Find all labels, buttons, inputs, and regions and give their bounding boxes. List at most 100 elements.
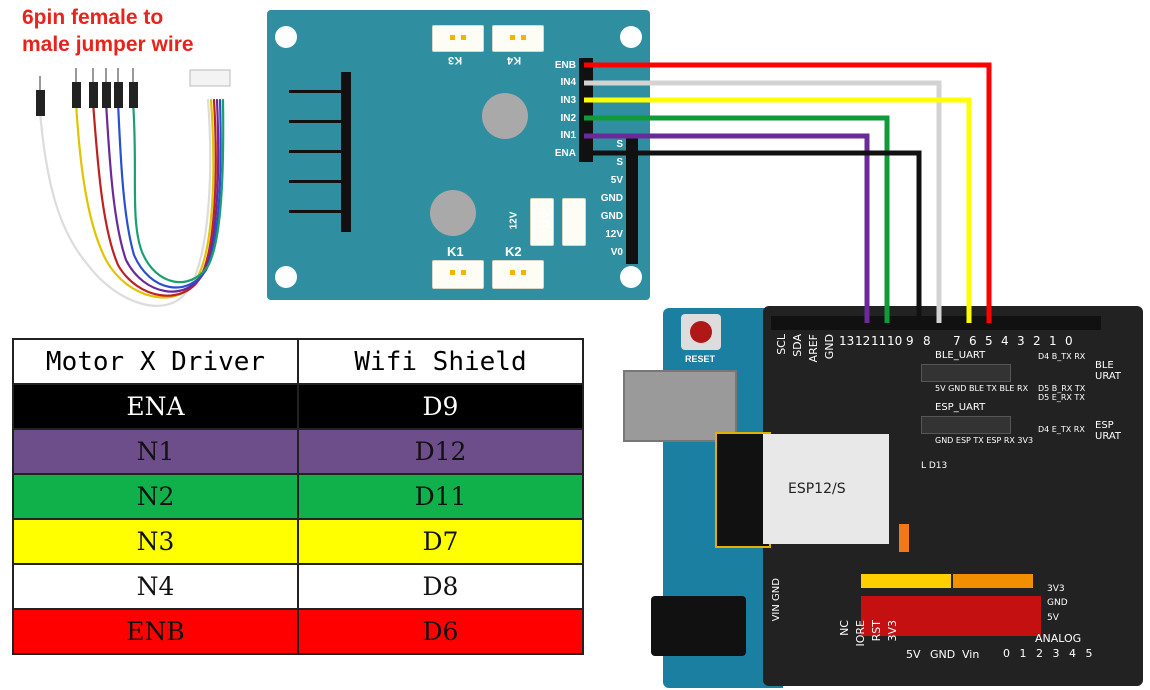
esp-urat-label: ESP URAT <box>1095 420 1122 442</box>
label-k2: K2 <box>505 244 522 259</box>
cell-driver: N3 <box>12 518 299 565</box>
ble-gnd: GND <box>948 384 967 393</box>
connector-k1 <box>432 260 484 289</box>
pin-4: 4 <box>1001 334 1009 348</box>
cell-shield: D6 <box>297 608 584 655</box>
caption-line-2: male jumper wire <box>22 32 194 56</box>
mounting-hole <box>275 266 297 288</box>
pin-7: 7 <box>953 334 961 348</box>
reset-button <box>681 314 721 350</box>
pin-in1-label: IN1 <box>560 130 576 141</box>
wifi-shield-board: RESET SCL SDA AREF GND 13 12 11 10 9 8 7… <box>623 298 1145 688</box>
cell-driver: N2 <box>12 473 299 520</box>
pin-10: 10 <box>887 334 903 348</box>
connector-k4 <box>492 25 544 52</box>
uart-label-2: D5 B_RX TX <box>1038 383 1086 393</box>
pin-12: 12 <box>855 334 871 348</box>
wire-in4 <box>584 80 942 323</box>
caption-line-1: 6pin female to <box>22 6 164 29</box>
wire-in1 <box>584 133 870 323</box>
side-pin-gnd2: GND <box>600 211 623 222</box>
analog-label: ANALOG <box>1035 632 1082 645</box>
ble-header-labels: 5V GND BLE TX BLE RX <box>935 384 1028 393</box>
cell-driver: ENA <box>12 383 299 430</box>
header-driver: Motor X Driver <box>12 338 299 385</box>
pin-ena-label: ENA <box>554 148 576 159</box>
pin-8: 8 <box>923 334 931 348</box>
pin-0: 0 <box>1065 334 1073 348</box>
pin-13: 13 <box>839 334 855 348</box>
table-header-row: Motor X Driver Wifi Shield <box>12 338 584 385</box>
pin-in2-label: IN2 <box>560 113 576 124</box>
jumper-12v-a <box>530 198 554 246</box>
pin-1: 1 <box>1049 334 1057 348</box>
sel-gnd: GND <box>1047 598 1068 609</box>
jumper-wire-image <box>36 68 231 307</box>
red-header-rows <box>861 596 1041 636</box>
cell-shield: D12 <box>297 428 584 475</box>
ble-uart-header <box>921 364 1011 382</box>
mounting-hole <box>620 26 642 48</box>
ble-urat-label: BLE URAT <box>1095 360 1122 382</box>
mounting-hole <box>620 266 642 288</box>
pin-11: 11 <box>871 334 887 348</box>
esp-tx: ESP TX <box>955 436 984 445</box>
usb-port <box>623 370 737 442</box>
esp-rx: ESP RX <box>986 436 1015 445</box>
ble-rx: BLE RX <box>999 384 1029 393</box>
pin-5: 5 <box>985 334 993 348</box>
uart-label-3: D5 E_RX TX <box>1038 393 1085 403</box>
cell-driver: N1 <box>12 428 299 475</box>
pin-3: 3 <box>1017 334 1025 348</box>
wire-enb <box>584 62 992 323</box>
header-shield: Wifi Shield <box>297 338 584 385</box>
reset-label: RESET <box>685 354 716 364</box>
pin-enb-label: ENB <box>554 60 576 71</box>
led-d13-label: L D13 <box>921 461 948 471</box>
esp-uart-label: ESP_UART <box>935 402 986 413</box>
uart-label-4: D4 E_TX RX <box>1038 424 1085 434</box>
potentiometer-knob <box>482 93 528 139</box>
yellow-header-row <box>861 574 951 588</box>
digital-pin-labels: SCL SDA AREF GND 13 12 11 10 9 8 7 6 5 4… <box>771 334 1111 384</box>
esp-3v3: 3V3 <box>1017 436 1034 445</box>
a4: 4 <box>1069 647 1076 660</box>
pin-9: 9 <box>906 334 914 348</box>
uart-label-1: D4 B_TX RX <box>1038 352 1086 361</box>
sel-5v: 5V <box>1047 612 1059 623</box>
pin-2: 2 <box>1033 334 1041 348</box>
jumper-12v-b <box>562 198 586 246</box>
dc-jack <box>651 596 746 656</box>
side-pin-5v: 5V <box>610 175 623 186</box>
esp-uart-header <box>921 416 1011 434</box>
ble-tx: BLE TX <box>969 384 997 393</box>
side-pin-gnd1: GND <box>600 193 623 204</box>
a5: 5 <box>1085 647 1093 660</box>
wire-ena <box>584 150 922 323</box>
label-k1: K1 <box>447 244 464 259</box>
a0: 0 <box>1003 647 1010 660</box>
orange-capacitor <box>899 524 909 552</box>
heatsink-icon <box>289 72 357 232</box>
pin-gnd-bottom: GND <box>930 648 956 661</box>
esp-header-labels: GND ESP TX ESP RX 3V3 <box>935 436 1033 445</box>
esp12s-module <box>763 434 889 544</box>
mounting-hole <box>275 26 297 48</box>
a3: 3 <box>1052 647 1060 660</box>
sel-3v3: 3V3 <box>1047 584 1065 594</box>
cell-shield: D8 <box>297 563 584 610</box>
pin-6: 6 <box>969 334 977 348</box>
connector-k2 <box>492 260 544 289</box>
digital-header <box>771 316 1101 330</box>
esp12s-label: ESP12/S <box>788 481 846 497</box>
wire-in3 <box>584 97 972 323</box>
side-pin-s2: S <box>616 157 623 168</box>
pin-vin: Vin <box>962 648 980 661</box>
a1: 1 <box>1019 647 1027 660</box>
uart-selector-labels: D4 B_TX RX D5 B_RX TX D5 E_RX TX D4 E_TX… <box>1038 352 1098 434</box>
